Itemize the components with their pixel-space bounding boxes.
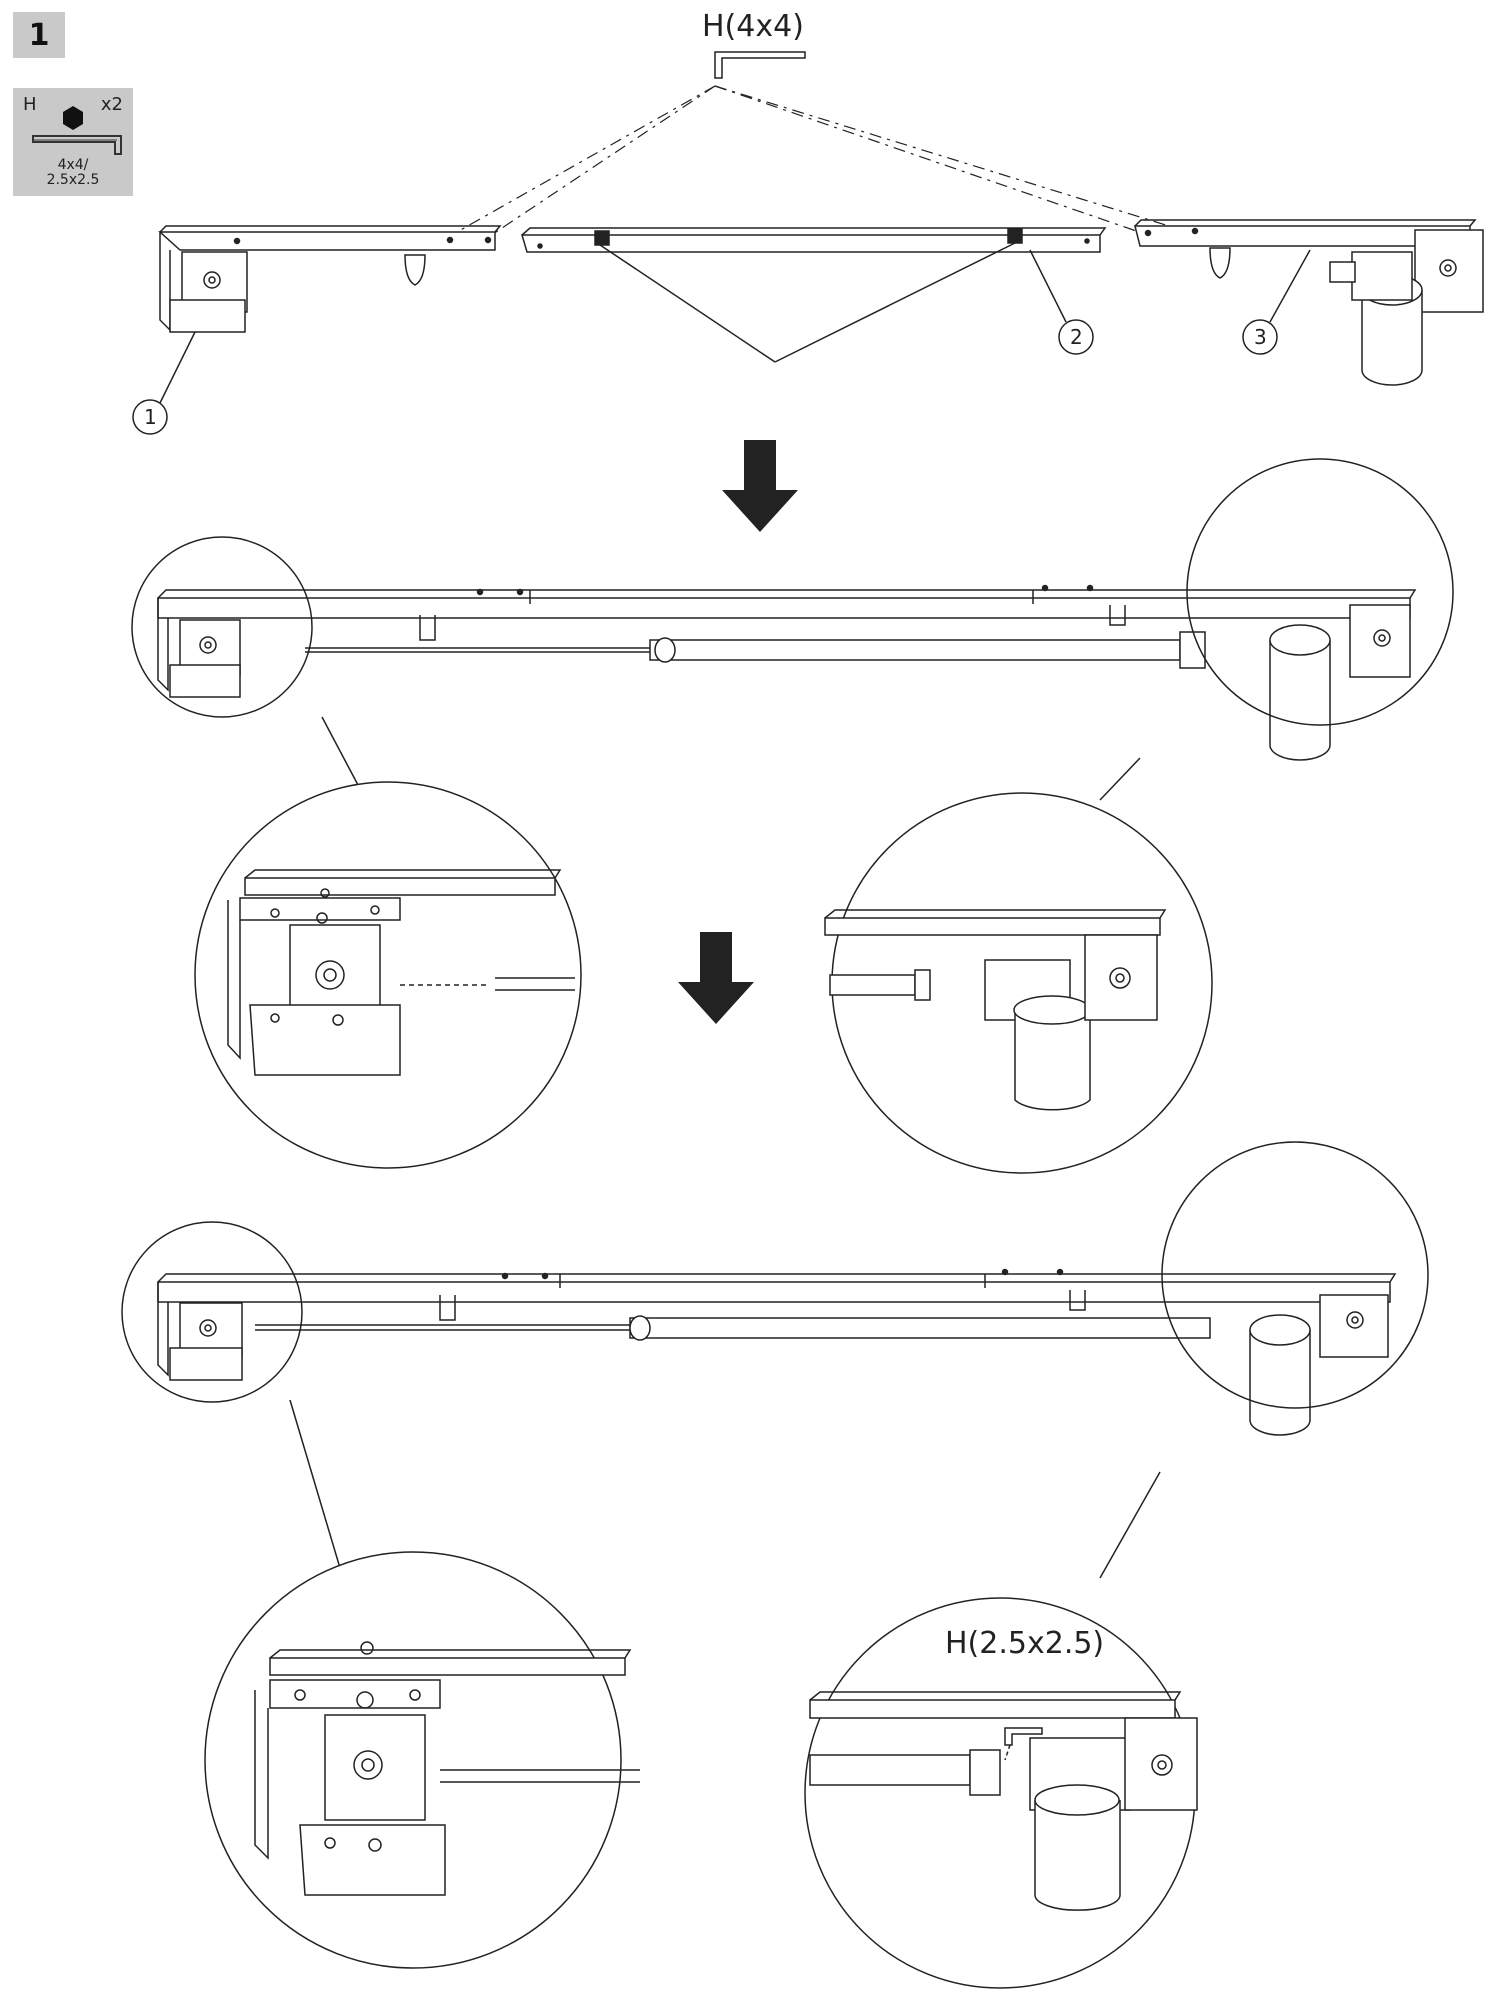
hardware-size-line2: 2.5x2.5 — [46, 172, 100, 188]
magnifier-leader-right-1 — [1099, 757, 1141, 801]
step-number-badge: 1 — [13, 12, 65, 58]
rail-leader-lines — [599, 242, 1016, 363]
callout-2-leader — [1029, 249, 1067, 323]
detail-tool-label: H(2.5x2.5) — [945, 1626, 1104, 1661]
callout-3-circle — [1242, 319, 1278, 355]
callout-1-leader — [159, 331, 196, 404]
callout-2-circle — [1058, 319, 1094, 355]
callout-1-circle — [132, 399, 168, 435]
callout-1-label: 1 — [144, 405, 157, 429]
hex-key-2-5-icon — [1004, 1727, 1043, 1746]
hardware-size: 4x4/ 2.5x2.5 — [13, 158, 133, 188]
magnifier-leader-left-1 — [321, 716, 359, 786]
top-tool-label: H(4x4) — [702, 9, 804, 44]
assembled-frame-2 — [157, 1268, 1397, 1436]
magnifier-left-small-2 — [121, 1221, 303, 1403]
step-number: 1 — [28, 17, 50, 53]
detail-right-2 — [804, 1597, 1198, 1989]
right-rail-motor-part — [1134, 219, 1484, 386]
hardware-legend: H x2 4x4/ 2.5x2.5 — [13, 88, 133, 196]
down-arrow-icon — [722, 440, 798, 532]
hex-key-icon — [32, 106, 122, 155]
detail-left-2 — [204, 1551, 640, 1969]
hardware-quantity: x2 — [100, 94, 123, 115]
tool-guide-lines — [449, 85, 1196, 237]
callout-3-label: 3 — [1254, 325, 1267, 349]
down-arrow-small-icon — [678, 932, 754, 1024]
hex-key-4x4-icon — [714, 51, 806, 79]
magnifier-leader-left-2 — [289, 1399, 341, 1569]
middle-tube-part — [520, 227, 1107, 253]
detail-right-1 — [824, 792, 1213, 1174]
hardware-size-line1: 4x4/ — [57, 157, 89, 173]
magnifier-right-small-1 — [1186, 458, 1454, 726]
detail-left-1 — [194, 781, 582, 1169]
magnifier-right-small-2 — [1161, 1141, 1429, 1409]
hardware-letter: H — [23, 94, 37, 115]
left-rail-part — [158, 225, 502, 333]
magnifier-leader-right-2 — [1099, 1471, 1161, 1579]
callout-2-label: 2 — [1070, 325, 1083, 349]
assembled-frame-1 — [157, 584, 1417, 761]
callout-3-leader — [1269, 249, 1311, 323]
magnifier-left-small-1 — [131, 536, 313, 718]
